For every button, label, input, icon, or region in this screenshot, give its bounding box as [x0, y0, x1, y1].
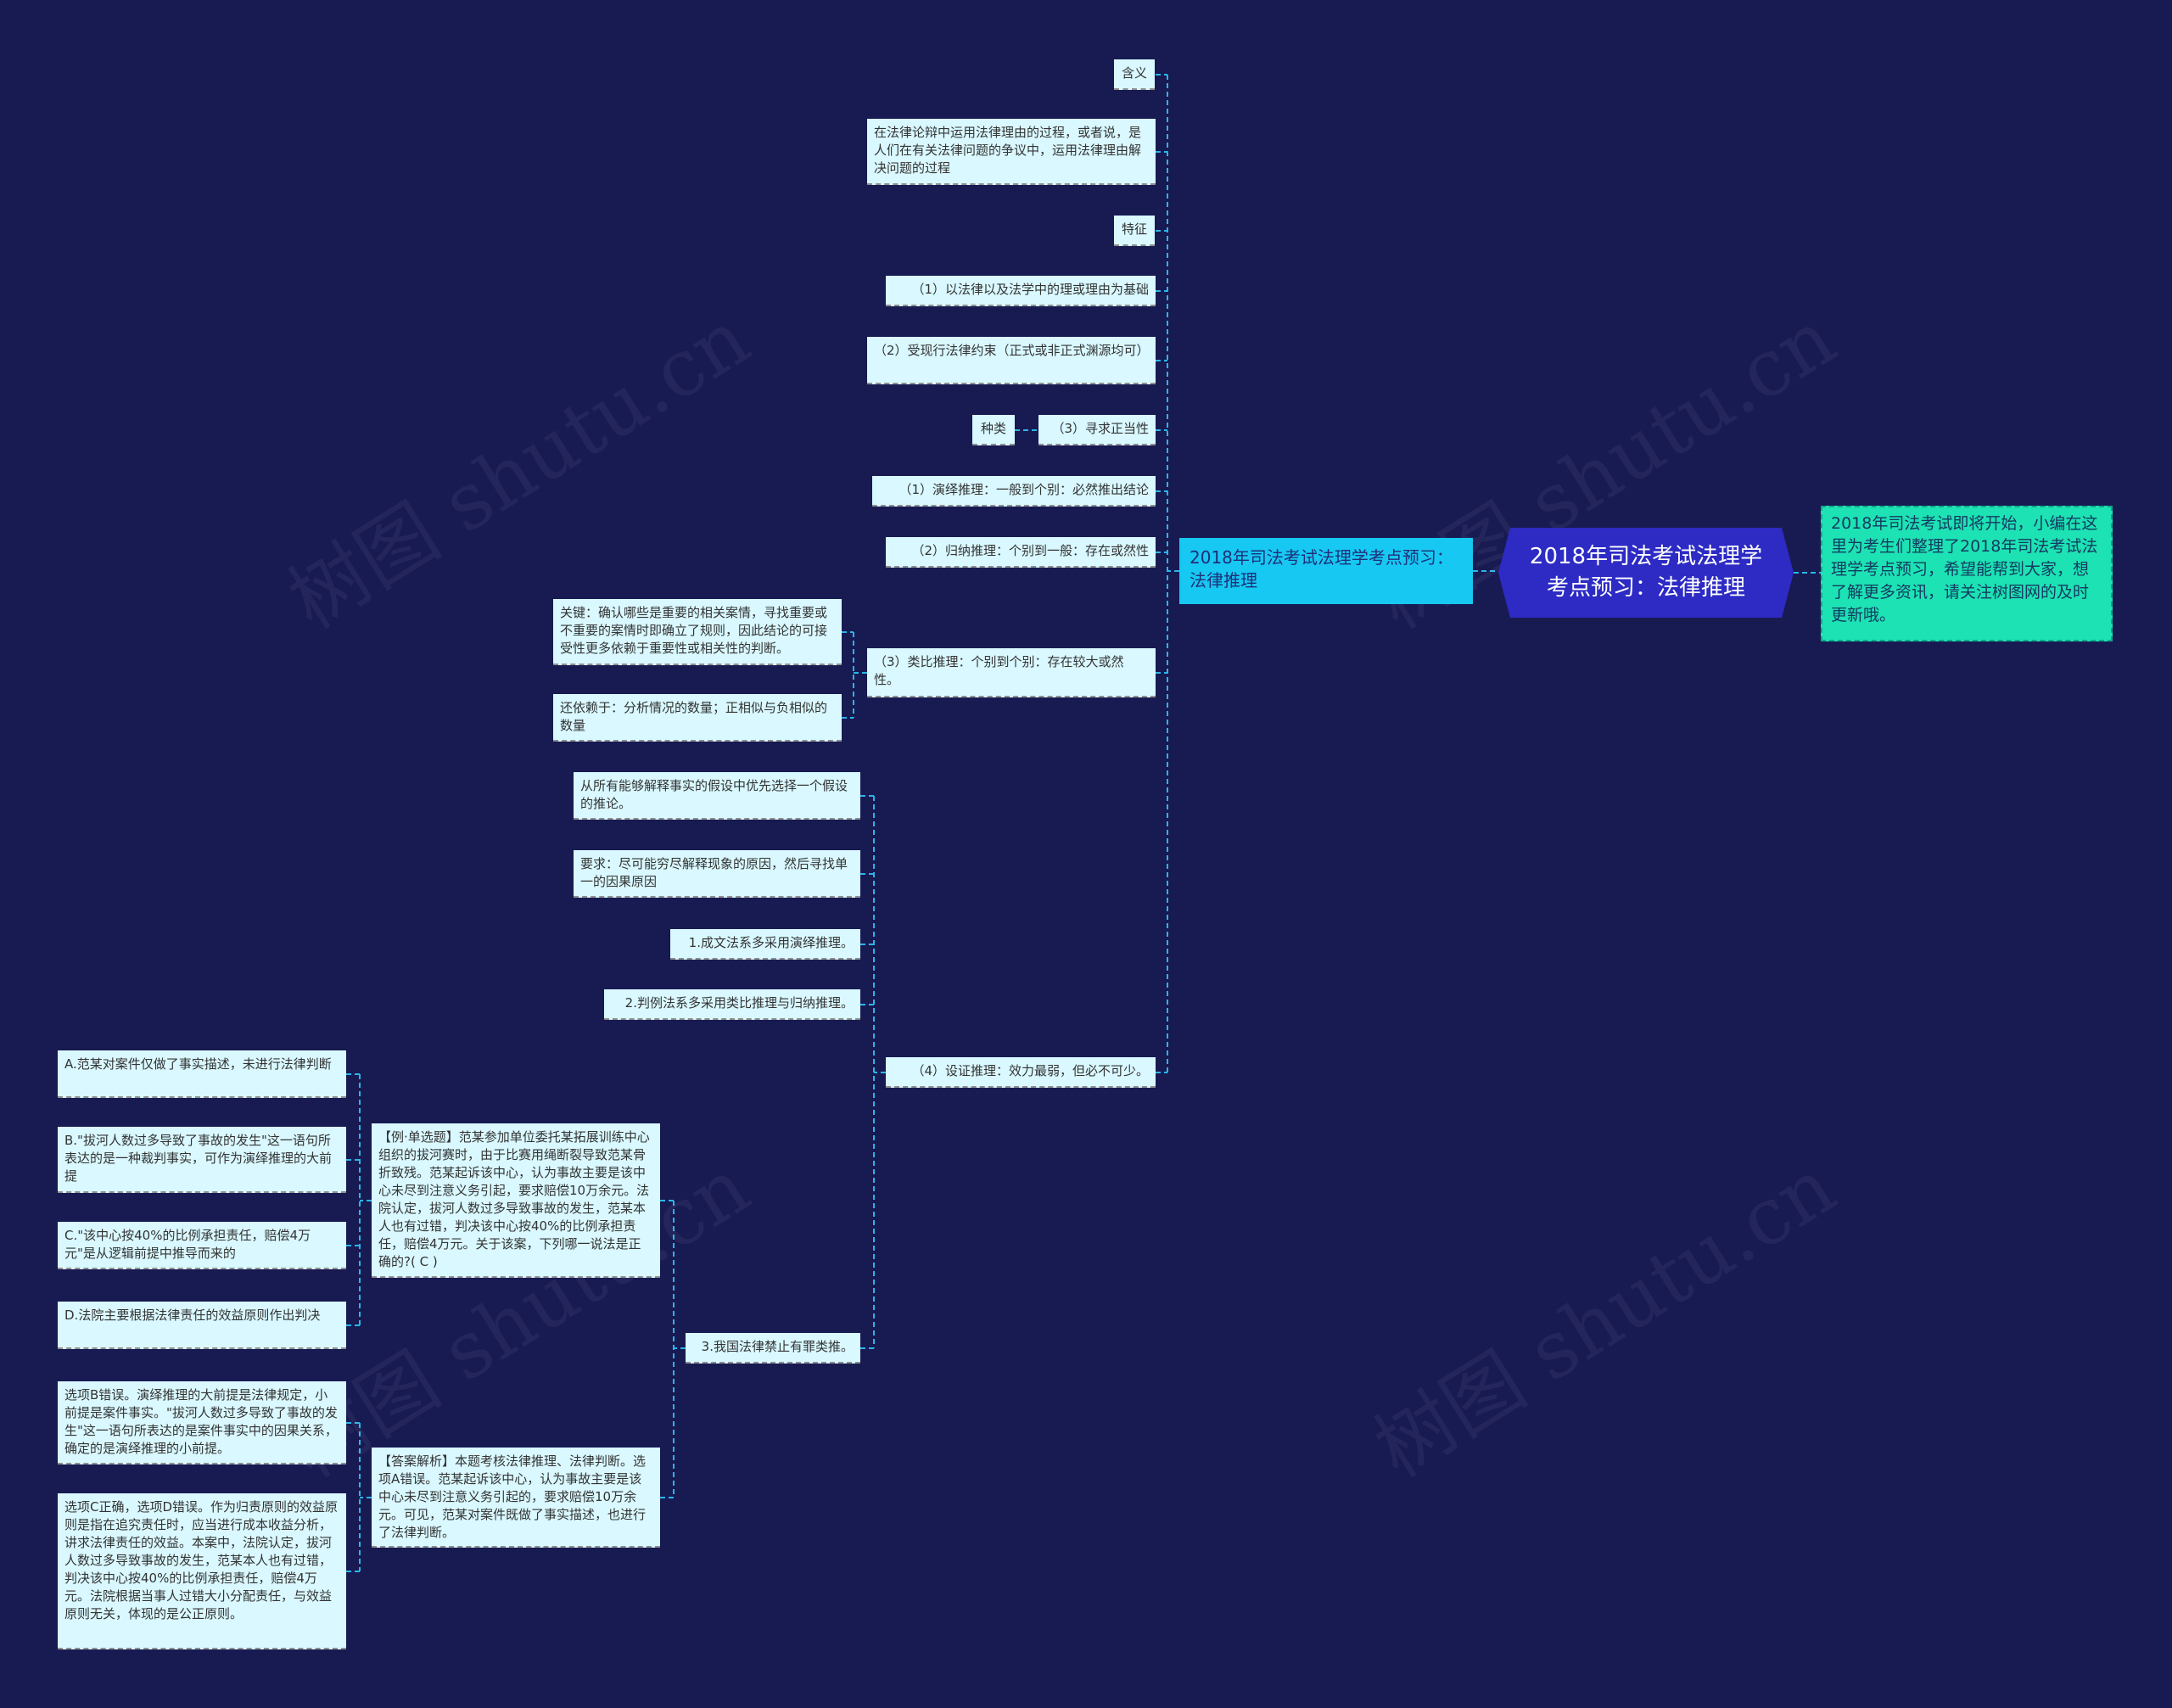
node-type-1[interactable]: （1）演绎推理：一般到个别：必然推出结论: [872, 476, 1156, 507]
node-tezheng[interactable]: 特征: [1114, 216, 1155, 246]
branch-node[interactable]: 2018年司法考试法理学考点预习：法律推理: [1179, 538, 1473, 604]
node-type-3-key[interactable]: 关键：确认哪些是重要的相关案情，寻找重要或不重要的案情时即确立了规则，因此结论的…: [553, 599, 842, 665]
node-hanyi-text[interactable]: 在法律论辩中运用法律理由的过程，或者说，是人们在有关法律问题的争议中，运用法律理…: [867, 119, 1156, 185]
node-type-4-def[interactable]: 从所有能够解释事实的假设中优先选择一个假设的推论。: [574, 772, 860, 820]
node-analysis[interactable]: 【答案解析】本题考核法律推理、法律判断。选项A错误。范某起诉该中心，认为事故主要…: [372, 1448, 660, 1548]
node-tezheng-1[interactable]: （1）以法律以及法学中的理或理由为基础: [886, 276, 1156, 306]
node-option-a[interactable]: A.范某对案件仅做了事实描述，未进行法律判断: [58, 1050, 346, 1098]
node-option-b[interactable]: B."拔河人数过多导致了事故的发生"这一语句所表达的是一种裁判事实，可作为演绎推…: [58, 1127, 346, 1193]
node-type-4-a[interactable]: 1.成文法系多采用演绎推理。: [670, 929, 860, 960]
node-hanyi[interactable]: 含义: [1114, 59, 1155, 90]
node-option-c[interactable]: C."该中心按40%的比例承担责任，赔偿4万元"是从逻辑前提中推导而来的: [58, 1222, 346, 1269]
node-type-4-req[interactable]: 要求：尽可能穷尽解释现象的原因，然后寻找单一的因果原因: [574, 850, 860, 898]
node-type-3-dep[interactable]: 还依赖于：分析情况的数量；正相似与负相似的数量: [553, 694, 842, 742]
node-option-d[interactable]: D.法院主要根据法律责任的效益原则作出判决: [58, 1302, 346, 1349]
node-example[interactable]: 【例·单选题】范某参加单位委托某拓展训练中心组织的拔河赛时，由于比赛用绳断裂导致…: [372, 1123, 660, 1278]
node-type-4-c[interactable]: 3.我国法律禁止有罪类推。: [686, 1333, 860, 1364]
node-type-2[interactable]: （2）归纳推理：个别到一般：存在或然性: [886, 537, 1156, 568]
node-analysis-cd[interactable]: 选项C正确，选项D错误。作为归责原则的效益原则是指在追究责任时，应当进行成本收益…: [58, 1493, 346, 1649]
node-type-4[interactable]: （4）设证推理：效力最弱，但必不可少。: [886, 1057, 1156, 1088]
node-zhonglei[interactable]: 种类: [972, 415, 1015, 445]
node-type-3[interactable]: （3）类比推理：个别到个别：存在较大或然性。: [867, 648, 1156, 697]
root-topic[interactable]: 2018年司法考试法理学考点预习：法律推理: [1498, 528, 1794, 618]
node-analysis-b[interactable]: 选项B错误。演绎推理的大前提是法律规定，小前提是案件事实。"拔河人数过多导致了事…: [58, 1381, 346, 1464]
node-tezheng-2[interactable]: （2）受现行法律约束（正式或非正式渊源均可）: [867, 337, 1156, 384]
node-type-4-b[interactable]: 2.判例法系多采用类比推理与归纳推理。: [604, 989, 860, 1020]
summary-node[interactable]: 2018年司法考试即将开始，小编在这里为考生们整理了2018年司法考试法理学考点…: [1821, 506, 2113, 641]
node-tezheng-3[interactable]: （3）寻求正当性: [1038, 415, 1156, 445]
